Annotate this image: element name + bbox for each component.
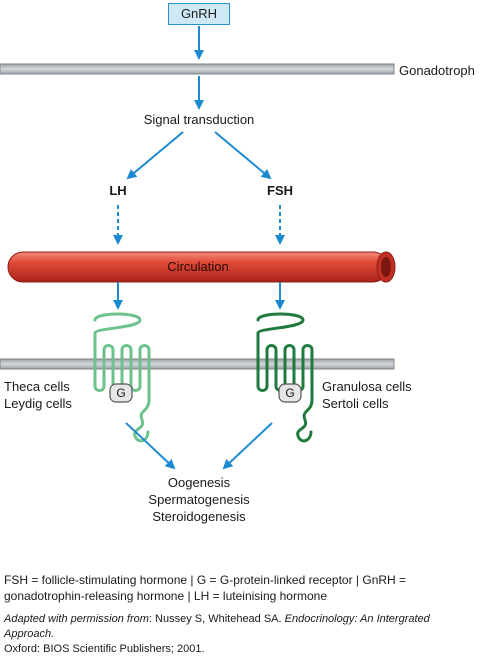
circulation-label: Circulation [167,259,229,274]
credit-prefix: Adapted with permission from [4,613,149,625]
credit-authors: : Nussey S, Whitehead SA. [148,613,285,625]
lh-label: LH [109,183,127,198]
target-cell-membrane [0,358,395,370]
credit: Adapted with permission from: Nussey S, … [4,612,482,657]
granulosa-sertoli-labels: Granulosa cells Sertoli cells [322,378,412,412]
g-protein-left [109,383,133,403]
arrow-signal-to-lh [126,131,184,180]
fsh-label: FSH [267,183,293,198]
legend: FSH = follicle-stimulating hormone | G =… [4,572,482,604]
credit-title: Endocrinology: An Intergrated Approach. [4,613,430,640]
fsh-receptor [256,312,314,443]
credit-line-2: Oxford: BIOS Scientific Publishers; 2001… [4,643,205,655]
legend-line-1: FSH = follicle-stimulating hormone | G =… [4,573,407,587]
steroidogenesis-label: Steroidogenesis [152,509,246,524]
circulation-vessel [7,251,396,283]
gnrh-box: GnRH [168,3,230,25]
legend-line-2: gonadotrophin-releasing hormone | LH = l… [4,589,327,603]
credit-line-1: Adapted with permission from: Nussey S, … [4,612,482,642]
oogenesis-label: Oogenesis [167,475,231,490]
granulosa-cells-label: Granulosa cells [322,379,412,394]
theca-cells-label: Theca cells [4,379,70,394]
gonadotroph-membrane [0,63,395,75]
g-protein-right [278,383,302,403]
arrow-granulosa-to-effects [222,422,273,470]
lh-receptor [93,312,151,443]
theca-leydig-labels: Theca cells Leydig cells [4,378,72,412]
g-label-left: G [116,386,126,400]
gonadotroph-label: Gonadotroph [399,63,475,78]
signal-transduction-label: Signal transduction [143,112,255,127]
g-label-right: G [285,386,295,400]
sertoli-cells-label: Sertoli cells [322,396,389,411]
effects-labels: Oogenesis Spermatogenesis Steroidogenesi… [148,474,249,525]
arrow-signal-to-fsh [214,131,272,180]
arrow-theca-to-effects [125,422,176,470]
diagram-canvas [0,26,396,470]
leydig-cells-label: Leydig cells [4,396,72,411]
spermatogenesis-label: Spermatogenesis [148,492,250,507]
